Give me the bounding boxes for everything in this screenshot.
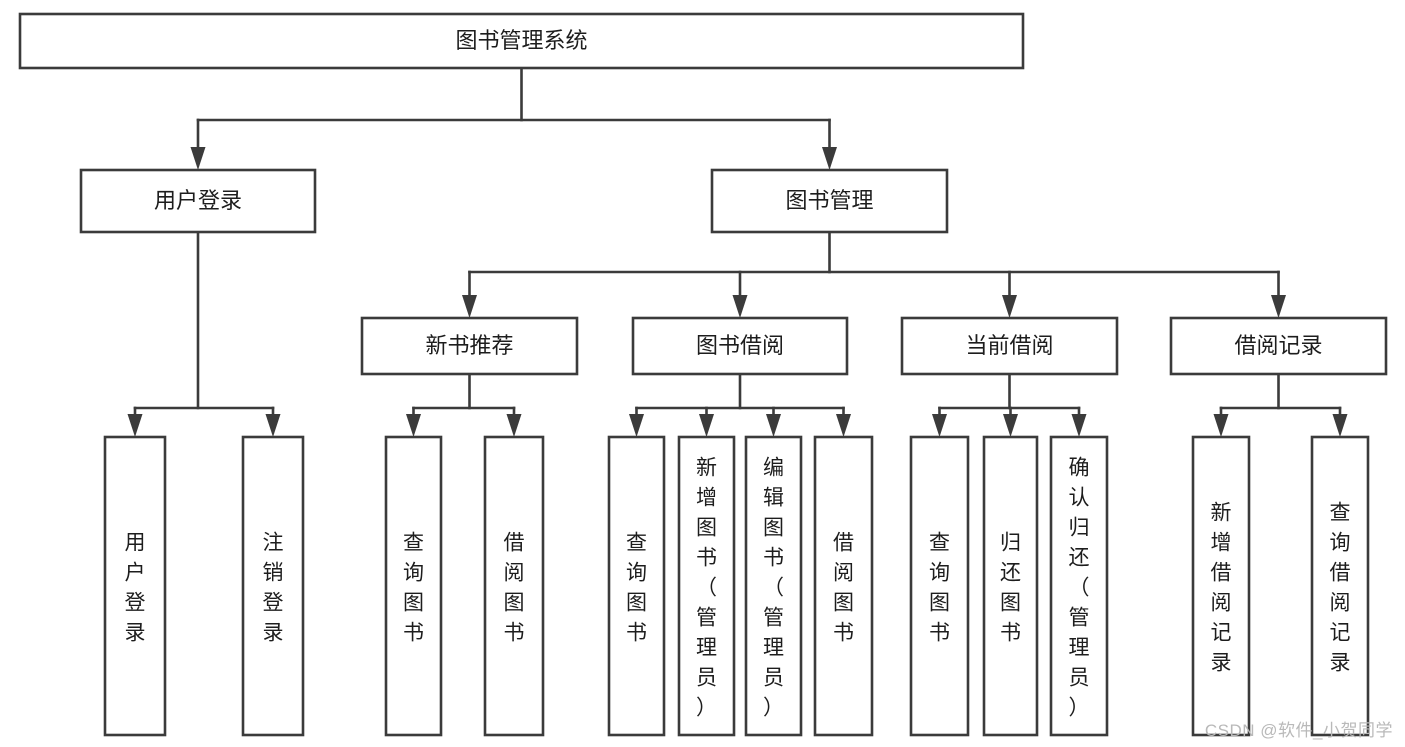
node-label: 图书管理 bbox=[785, 188, 873, 213]
node-l3-3[interactable]: 借阅记录 bbox=[1169, 316, 1388, 376]
arrow-head-icon bbox=[265, 414, 281, 437]
arrow-head-icon bbox=[406, 414, 421, 437]
arrow-head-icon bbox=[1003, 414, 1018, 437]
arrow-head-icon bbox=[1332, 414, 1348, 437]
node-label: 图书管理系统 bbox=[455, 28, 587, 53]
node-box[interactable] bbox=[241, 435, 305, 737]
node-box[interactable] bbox=[1049, 435, 1109, 737]
node-box[interactable] bbox=[360, 316, 579, 376]
node-leaf-2[interactable]: 查询图书 bbox=[384, 435, 443, 737]
node-label: 新增图书（管理员） bbox=[696, 456, 717, 719]
node-box[interactable] bbox=[607, 435, 666, 737]
node-box[interactable] bbox=[982, 435, 1039, 737]
node-label: 确认归还（管理员） bbox=[1069, 456, 1090, 719]
node-box[interactable] bbox=[677, 435, 736, 737]
node-box[interactable] bbox=[1191, 435, 1251, 737]
node-label: 新书推荐 bbox=[425, 333, 513, 358]
node-label: 新增借阅记录 bbox=[1211, 501, 1232, 674]
node-box[interactable] bbox=[710, 168, 949, 234]
arrow-head-icon bbox=[836, 414, 851, 437]
node-box[interactable] bbox=[744, 435, 803, 737]
node-box[interactable] bbox=[631, 316, 849, 376]
node-l3-0[interactable]: 新书推荐 bbox=[360, 316, 579, 376]
node-label: 当前借阅 bbox=[965, 333, 1053, 358]
node-leaf-11[interactable]: 新增借阅记录 bbox=[1191, 435, 1251, 737]
node-label: 借阅图书 bbox=[833, 531, 854, 644]
arrow-head-icon bbox=[629, 414, 644, 437]
node-label: 注销登录 bbox=[263, 531, 284, 644]
node-box[interactable] bbox=[909, 435, 970, 737]
arrow-head-icon bbox=[932, 414, 947, 437]
node-leaf-4[interactable]: 查询图书 bbox=[607, 435, 666, 737]
node-label: 编辑图书（管理员） bbox=[763, 456, 784, 719]
node-leaf-7[interactable]: 借阅图书 bbox=[813, 435, 874, 737]
arrow-head-icon bbox=[699, 414, 714, 437]
node-leaf-5[interactable]: 新增图书（管理员） bbox=[677, 435, 736, 737]
node-l3-2[interactable]: 当前借阅 bbox=[900, 316, 1119, 376]
node-label: 图书借阅 bbox=[696, 333, 784, 358]
node-label: 借阅记录 bbox=[1234, 333, 1322, 358]
edges-layer bbox=[127, 66, 1348, 437]
watermark-label: CSDN @软件_小贺同学 bbox=[1204, 721, 1393, 740]
node-box[interactable] bbox=[103, 435, 167, 737]
nodes-layer: 图书管理系统用户登录图书管理新书推荐图书借阅当前借阅借阅记录用户登录注销登录查询… bbox=[18, 12, 1388, 737]
node-label: 查询借阅记录 bbox=[1330, 501, 1351, 674]
node-leaf-3[interactable]: 借阅图书 bbox=[483, 435, 545, 737]
node-leaf-9[interactable]: 归还图书 bbox=[982, 435, 1039, 737]
arrow-head-icon bbox=[127, 414, 143, 437]
node-leaf-8[interactable]: 查询图书 bbox=[909, 435, 970, 737]
node-root-0[interactable]: 图书管理系统 bbox=[18, 12, 1025, 70]
node-box[interactable] bbox=[483, 435, 545, 737]
node-leaf-12[interactable]: 查询借阅记录 bbox=[1310, 435, 1370, 737]
node-leaf-10[interactable]: 确认归还（管理员） bbox=[1049, 435, 1109, 737]
node-label: 查询图书 bbox=[626, 531, 647, 644]
arrow-head-icon bbox=[1271, 295, 1286, 318]
node-box[interactable] bbox=[79, 168, 317, 234]
node-label: 查询图书 bbox=[929, 531, 950, 644]
node-l3-1[interactable]: 图书借阅 bbox=[631, 316, 849, 376]
arrow-head-icon bbox=[732, 295, 748, 318]
node-box[interactable] bbox=[384, 435, 443, 737]
node-box[interactable] bbox=[1169, 316, 1388, 376]
node-leaf-1[interactable]: 注销登录 bbox=[241, 435, 305, 737]
arrow-head-icon bbox=[462, 295, 477, 318]
node-box[interactable] bbox=[900, 316, 1119, 376]
arrow-head-icon bbox=[1213, 414, 1229, 437]
node-label: 归还图书 bbox=[1000, 531, 1021, 644]
arrow-head-icon bbox=[766, 414, 781, 437]
node-l2-1[interactable]: 图书管理 bbox=[710, 168, 949, 234]
arrow-head-icon bbox=[1071, 414, 1087, 437]
node-box[interactable] bbox=[1310, 435, 1370, 737]
node-l2-0[interactable]: 用户登录 bbox=[79, 168, 317, 234]
node-label: 借阅图书 bbox=[504, 531, 525, 644]
arrow-head-icon bbox=[190, 147, 206, 170]
node-box[interactable] bbox=[18, 12, 1025, 70]
node-label: 用户登录 bbox=[154, 188, 242, 213]
node-box[interactable] bbox=[813, 435, 874, 737]
node-label: 用户登录 bbox=[125, 531, 146, 644]
arrow-head-icon bbox=[1002, 295, 1017, 318]
arrow-head-icon bbox=[822, 147, 837, 170]
node-label: 查询图书 bbox=[403, 531, 424, 644]
arrow-head-icon bbox=[506, 414, 522, 437]
node-leaf-0[interactable]: 用户登录 bbox=[103, 435, 167, 737]
node-leaf-6[interactable]: 编辑图书（管理员） bbox=[744, 435, 803, 737]
